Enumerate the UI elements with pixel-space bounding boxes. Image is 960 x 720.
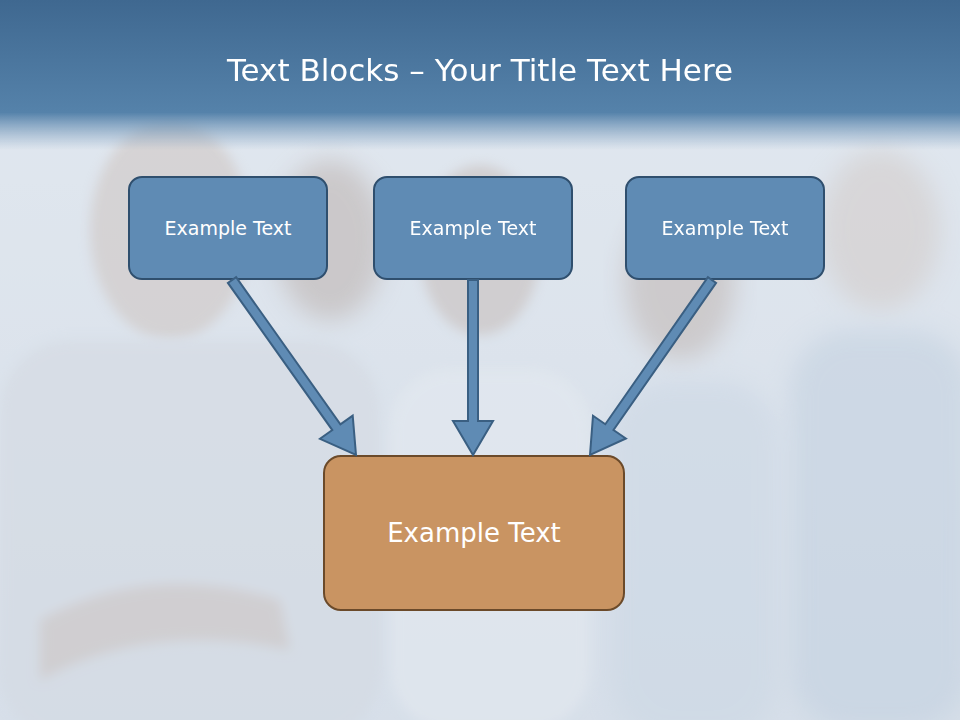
block-arrow	[590, 277, 716, 455]
box-text: Example Text	[654, 213, 797, 243]
box-text: Example Text	[379, 514, 569, 552]
source-box: Example Text	[373, 176, 573, 280]
source-box: Example Text	[128, 176, 328, 280]
box-text: Example Text	[402, 213, 545, 243]
block-arrow	[228, 277, 356, 455]
block-arrow	[453, 280, 493, 455]
source-box: Example Text	[625, 176, 825, 280]
slide-title: Text Blocks – Your Title Text Here	[0, 52, 960, 88]
target-box: Example Text	[323, 455, 625, 611]
box-text: Example Text	[157, 213, 300, 243]
